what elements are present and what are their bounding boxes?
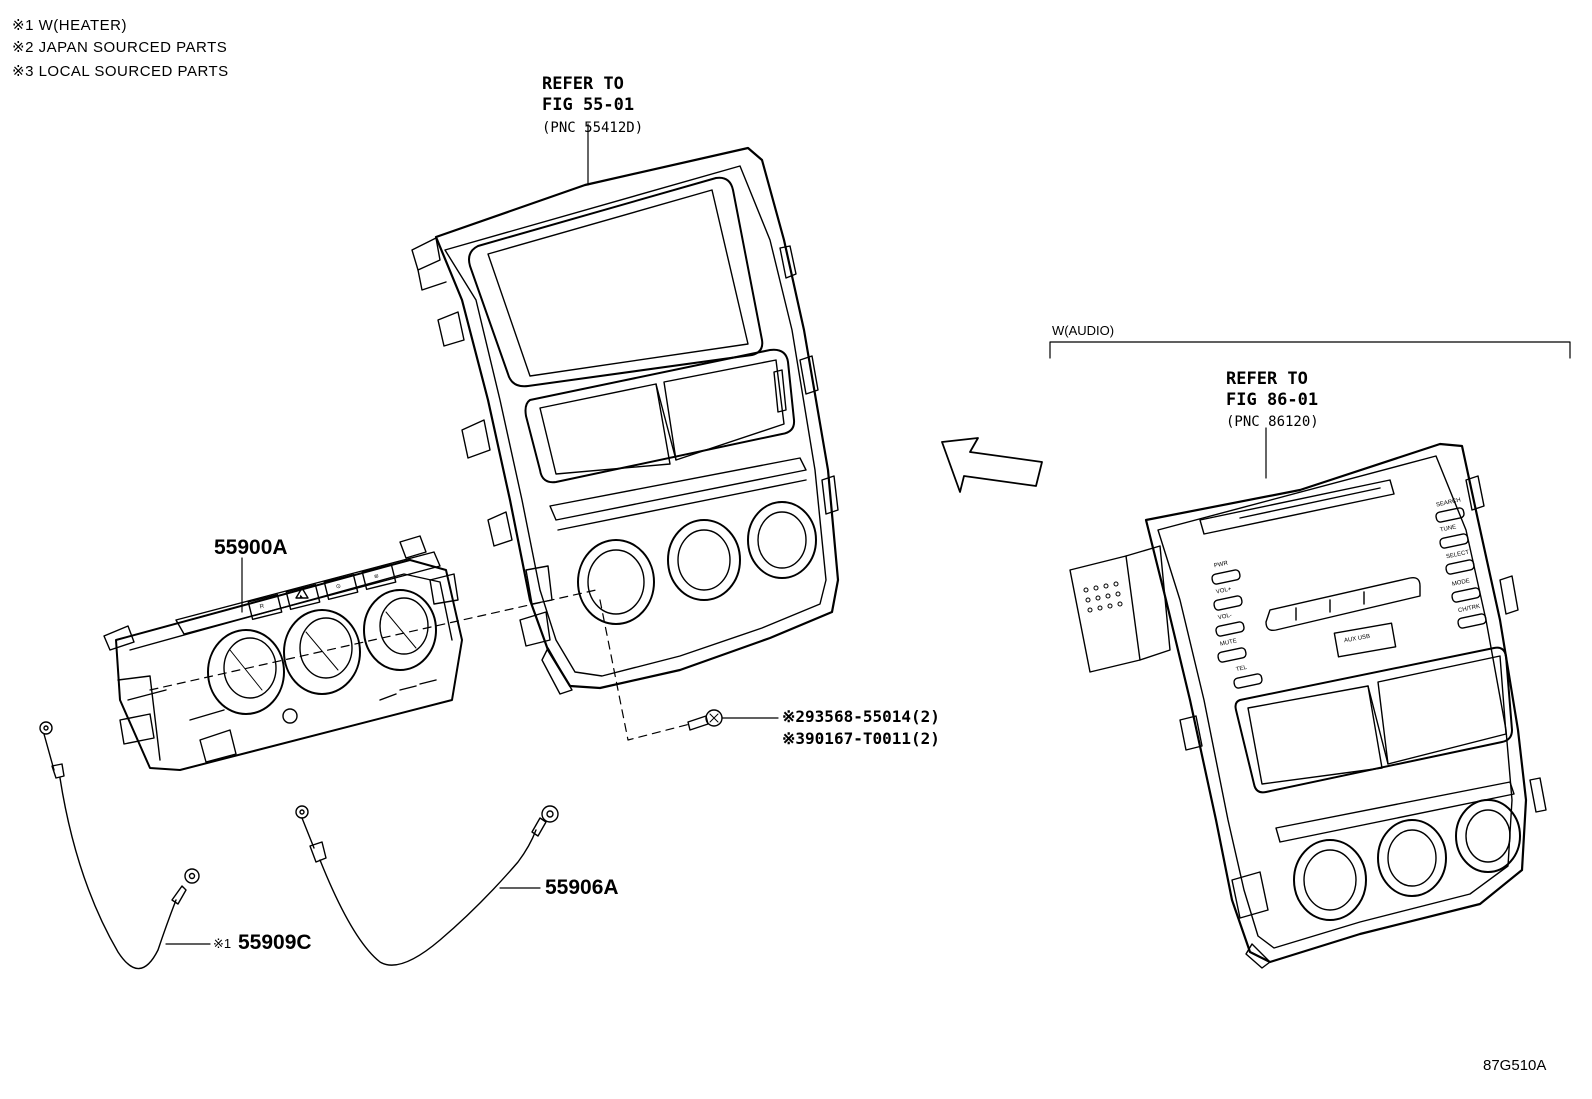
part-label-55900a: 55900A (214, 536, 288, 559)
note-heater: ※1 W(HEATER) (12, 17, 127, 34)
center-panel-drawing (411, 146, 840, 695)
wire-55909c-drawing (39, 721, 200, 970)
leader-lines (149, 589, 691, 741)
audio-panel-drawing (1069, 442, 1547, 969)
audio-fig-label: FIG 86-01 (1226, 390, 1319, 410)
audio-group-label: W(AUDIO) (1052, 323, 1115, 338)
panel-fig-label: FIG 55-01 (542, 95, 635, 115)
part-label-55906a: 55906A (545, 876, 619, 899)
audio-refer-label: REFER TO (1226, 369, 1308, 389)
audio-bracket (1049, 341, 1571, 359)
wire-55906a-drawing (295, 805, 559, 966)
figure-code: 87G510A (1483, 1057, 1547, 1074)
direction-arrow (941, 437, 1043, 493)
screw-part-1: ※293568-55014(2) (782, 707, 940, 726)
note-local-sourced: ※3 LOCAL SOURCED PARTS (12, 63, 229, 80)
panel-refer-label: REFER TO (542, 74, 624, 94)
part-label-55909c-mark: ※1 (213, 936, 232, 951)
label-leaders (165, 123, 1267, 945)
control-button-label: ⊙ (335, 583, 342, 591)
control-button-label: ≋ (373, 573, 380, 581)
note-japan-sourced: ※2 JAPAN SOURCED PARTS (12, 39, 228, 56)
heater-control-drawing (103, 535, 463, 771)
panel-pnc-label: (PNC 55412D) (542, 120, 644, 136)
audio-pnc-label: (PNC 86120) (1226, 414, 1319, 430)
part-label-55909c: 55909C (238, 931, 312, 954)
screw-drawing (687, 709, 723, 731)
screw-part-2: ※390167-T0011(2) (782, 729, 940, 748)
